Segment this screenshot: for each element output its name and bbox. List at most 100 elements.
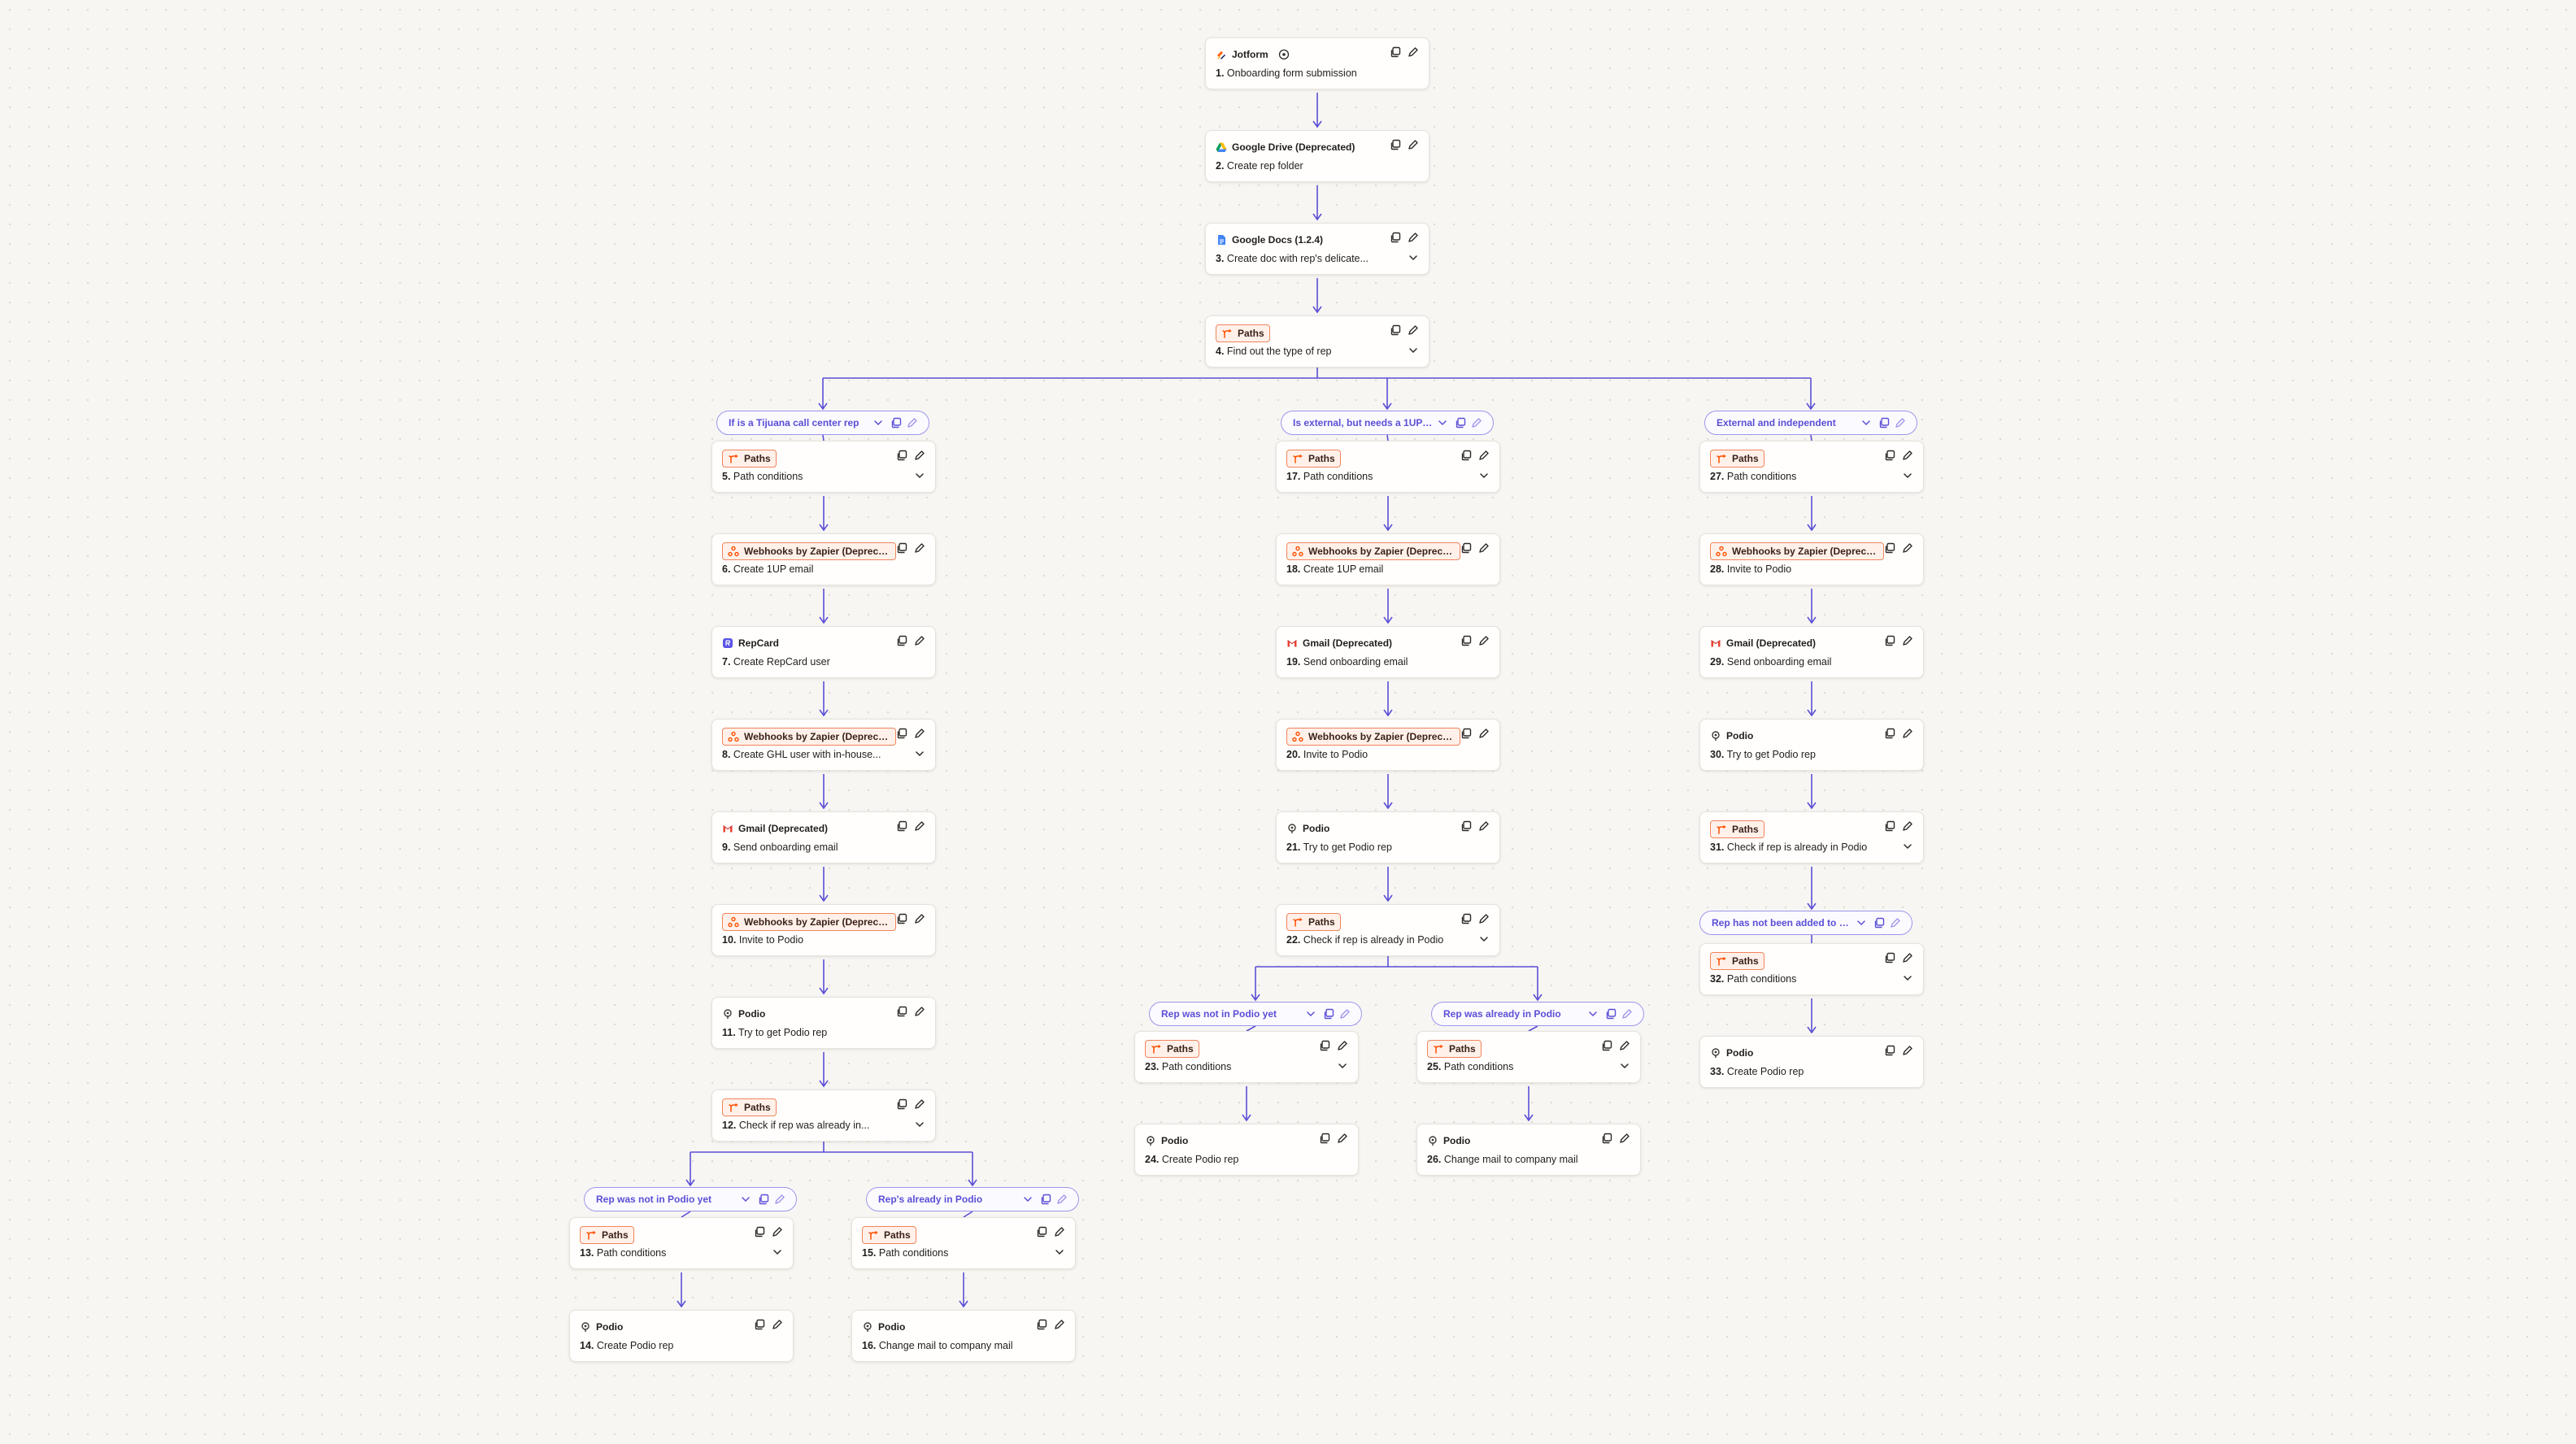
step-card[interactable]: Gmail (Deprecated)19. Send onboarding em… — [1276, 626, 1500, 678]
edit-button[interactable] — [912, 913, 927, 928]
branch-copy-button[interactable] — [890, 416, 903, 429]
branch-label[interactable]: Is external, but needs a 1UP ... — [1281, 411, 1494, 435]
expand-button[interactable] — [1617, 1060, 1632, 1075]
edit-button[interactable] — [1406, 232, 1421, 246]
copy-button[interactable] — [1882, 1045, 1897, 1059]
expand-button[interactable] — [912, 470, 927, 485]
branch-edit-button[interactable] — [1338, 1007, 1351, 1020]
branch-expand-button[interactable] — [1586, 1007, 1599, 1020]
step-card[interactable]: Google Drive (Deprecated)2. Create rep f… — [1205, 130, 1429, 182]
copy-button[interactable] — [894, 1006, 909, 1020]
edit-button[interactable] — [1477, 635, 1491, 650]
edit-button[interactable] — [912, 820, 927, 835]
branch-label[interactable]: Rep was already in Podio — [1431, 1002, 1644, 1026]
step-card[interactable]: Webhooks by Zapier (Deprecat...10. Invit… — [711, 904, 936, 956]
copy-button[interactable] — [1599, 1040, 1614, 1055]
branch-copy-button[interactable] — [1878, 416, 1891, 429]
copy-button[interactable] — [1388, 46, 1403, 61]
edit-button[interactable] — [1406, 46, 1421, 61]
edit-button[interactable] — [1900, 1045, 1915, 1059]
copy-button[interactable] — [1459, 450, 1473, 464]
copy-button[interactable] — [1882, 542, 1897, 557]
copy-button[interactable] — [1317, 1040, 1332, 1055]
edit-button[interactable] — [1406, 324, 1421, 339]
edit-button[interactable] — [912, 542, 927, 557]
branch-expand-button[interactable] — [1021, 1193, 1034, 1206]
branch-label[interactable]: If is a Tijuana call center rep — [716, 411, 929, 435]
copy-button[interactable] — [894, 820, 909, 835]
edit-button[interactable] — [1052, 1319, 1067, 1333]
branch-copy-button[interactable] — [1322, 1007, 1335, 1020]
branch-label[interactable]: External and independent — [1704, 411, 1917, 435]
edit-button[interactable] — [912, 1098, 927, 1113]
edit-button[interactable] — [1477, 728, 1491, 742]
branch-edit-button[interactable] — [773, 1193, 786, 1206]
branch-expand-button[interactable] — [1855, 916, 1868, 929]
edit-button[interactable] — [1335, 1040, 1350, 1055]
expand-button[interactable] — [1900, 470, 1915, 485]
expand-button[interactable] — [1477, 470, 1491, 485]
edit-button[interactable] — [1477, 820, 1491, 835]
copy-button[interactable] — [1882, 450, 1897, 464]
expand-button[interactable] — [1900, 841, 1915, 855]
edit-button[interactable] — [1406, 139, 1421, 154]
branch-label[interactable]: Rep has not been added to P... — [1699, 911, 1912, 935]
step-card[interactable]: Webhooks by Zapier (Deprecat...20. Invit… — [1276, 719, 1500, 771]
edit-button[interactable] — [1335, 1133, 1350, 1147]
expand-button[interactable] — [770, 1246, 785, 1261]
branch-edit-button[interactable] — [1470, 416, 1483, 429]
copy-button[interactable] — [1882, 635, 1897, 650]
branch-expand-button[interactable] — [1860, 416, 1873, 429]
edit-button[interactable] — [1900, 728, 1915, 742]
copy-button[interactable] — [1459, 728, 1473, 742]
copy-button[interactable] — [1388, 232, 1403, 246]
expand-button[interactable] — [1335, 1060, 1350, 1075]
edit-button[interactable] — [1900, 450, 1915, 464]
copy-button[interactable] — [1388, 139, 1403, 154]
step-card[interactable]: Webhooks by Zapier (Deprecat...28. Invit… — [1699, 533, 1924, 585]
edit-button[interactable] — [912, 1006, 927, 1020]
step-card[interactable]: Webhooks by Zapier (Deprecat...6. Create… — [711, 533, 936, 585]
copy-button[interactable] — [1459, 913, 1473, 928]
copy-button[interactable] — [894, 1098, 909, 1113]
copy-button[interactable] — [1459, 635, 1473, 650]
step-card[interactable]: Gmail (Deprecated)29. Send onboarding em… — [1699, 626, 1924, 678]
branch-edit-button[interactable] — [1894, 416, 1907, 429]
edit-button[interactable] — [770, 1226, 785, 1241]
expand-button[interactable] — [1052, 1246, 1067, 1261]
branch-copy-button[interactable] — [1039, 1193, 1052, 1206]
edit-button[interactable] — [1900, 635, 1915, 650]
branch-edit-button[interactable] — [1889, 916, 1902, 929]
edit-button[interactable] — [912, 728, 927, 742]
edit-button[interactable] — [1900, 952, 1915, 967]
branch-edit-button[interactable] — [906, 416, 919, 429]
branch-label[interactable]: Rep was not in Podio yet — [584, 1187, 797, 1211]
branch-expand-button[interactable] — [739, 1193, 752, 1206]
branch-copy-button[interactable] — [757, 1193, 770, 1206]
branch-copy-button[interactable] — [1604, 1007, 1617, 1020]
copy-button[interactable] — [894, 450, 909, 464]
step-card[interactable]: Google Docs (1.2.4)3. Create doc with re… — [1205, 223, 1429, 275]
edit-button[interactable] — [1900, 542, 1915, 557]
edit-button[interactable] — [1477, 542, 1491, 557]
edit-button[interactable] — [912, 450, 927, 464]
copy-button[interactable] — [1034, 1319, 1049, 1333]
branch-label[interactable]: Rep was not in Podio yet — [1149, 1002, 1362, 1026]
branch-edit-button[interactable] — [1621, 1007, 1634, 1020]
